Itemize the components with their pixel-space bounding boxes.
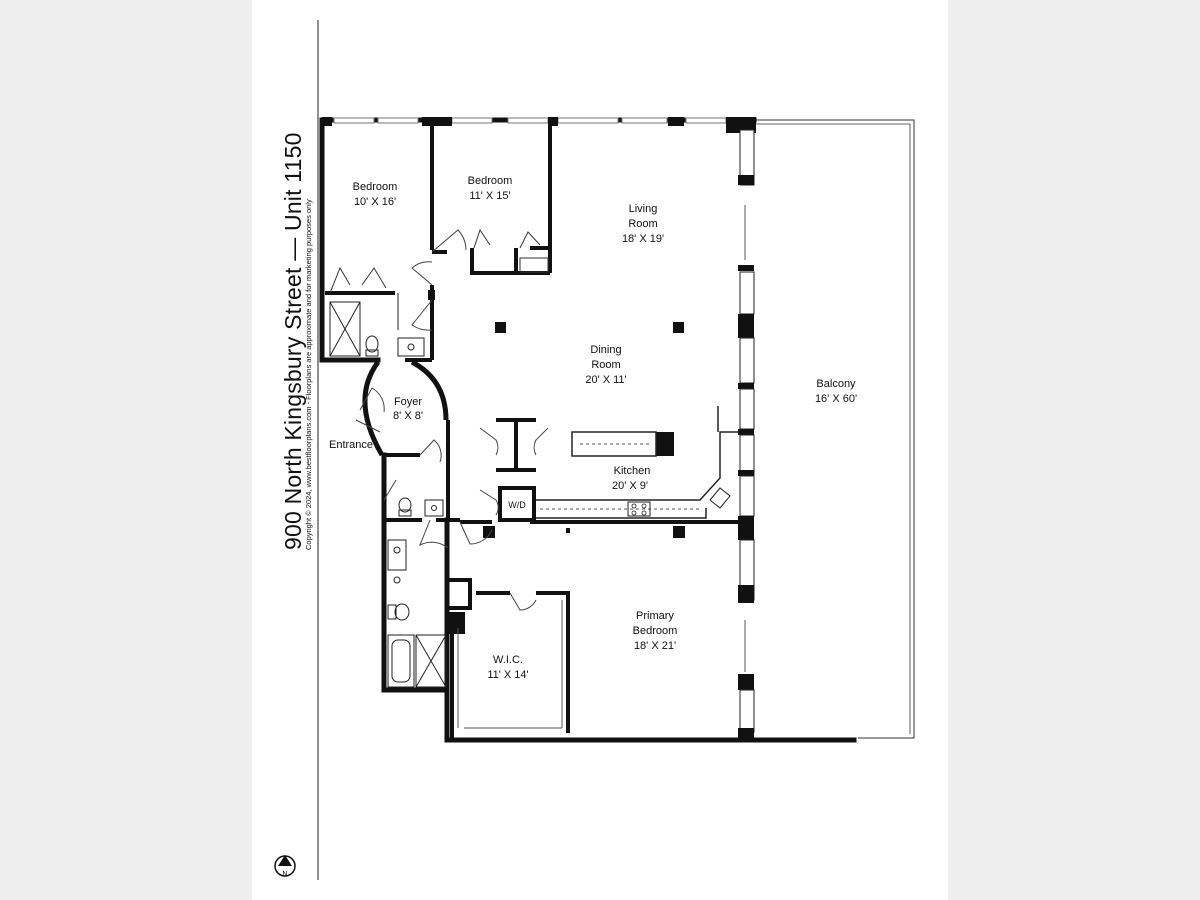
size-dining: 20' X 11' bbox=[585, 374, 626, 386]
label-foyer: Foyer bbox=[394, 396, 422, 408]
label-dining-2: Room bbox=[591, 359, 620, 371]
closet-doors bbox=[329, 228, 549, 294]
entrance-door bbox=[355, 419, 381, 433]
label-laundry: W/D bbox=[508, 500, 526, 510]
label-primary-2: Bedroom bbox=[633, 625, 678, 637]
size-primary: 18' X 21' bbox=[634, 640, 676, 652]
wall-piers-top bbox=[322, 117, 756, 133]
label-wic: W.I.C. bbox=[493, 654, 523, 666]
size-living: 18' X 19' bbox=[622, 233, 664, 245]
label-living-2: Room bbox=[628, 218, 657, 230]
east-wall bbox=[738, 129, 755, 740]
size-kitchen: 20' X 9' bbox=[612, 480, 648, 492]
label-bedroom-1: Bedroom bbox=[353, 181, 398, 193]
size-bedroom-2: 11' X 15' bbox=[469, 190, 510, 202]
columns bbox=[428, 290, 685, 634]
size-bedroom-1: 10' X 16' bbox=[354, 196, 396, 208]
interior-walls bbox=[325, 120, 754, 738]
compass-label: N bbox=[282, 871, 287, 878]
floorplan-sheet bbox=[252, 0, 948, 900]
door-swings bbox=[359, 229, 549, 611]
bath-2-fixtures bbox=[387, 497, 447, 688]
label-living-1: Living bbox=[629, 203, 658, 215]
size-wic: 11' X 14' bbox=[487, 669, 528, 681]
exterior-walls bbox=[319, 117, 857, 743]
label-kitchen: Kitchen bbox=[614, 465, 651, 477]
windows-top bbox=[333, 117, 727, 124]
size-foyer: 8' X 8' bbox=[393, 410, 423, 422]
label-balcony: Balcony bbox=[816, 378, 856, 390]
foyer-wall bbox=[362, 359, 449, 457]
label-entrance: Entrance bbox=[329, 439, 373, 451]
kitchen-fixtures bbox=[536, 406, 740, 519]
balcony-outline bbox=[752, 119, 915, 739]
compass-icon: N bbox=[274, 855, 296, 878]
label-primary-1: Primary bbox=[636, 610, 674, 622]
size-balcony: 16' X 60' bbox=[815, 393, 857, 405]
label-dining-1: Dining bbox=[590, 344, 621, 356]
wic-shelves bbox=[457, 600, 563, 729]
bath-1-fixtures bbox=[329, 293, 425, 357]
label-bedroom-2: Bedroom bbox=[468, 175, 513, 187]
